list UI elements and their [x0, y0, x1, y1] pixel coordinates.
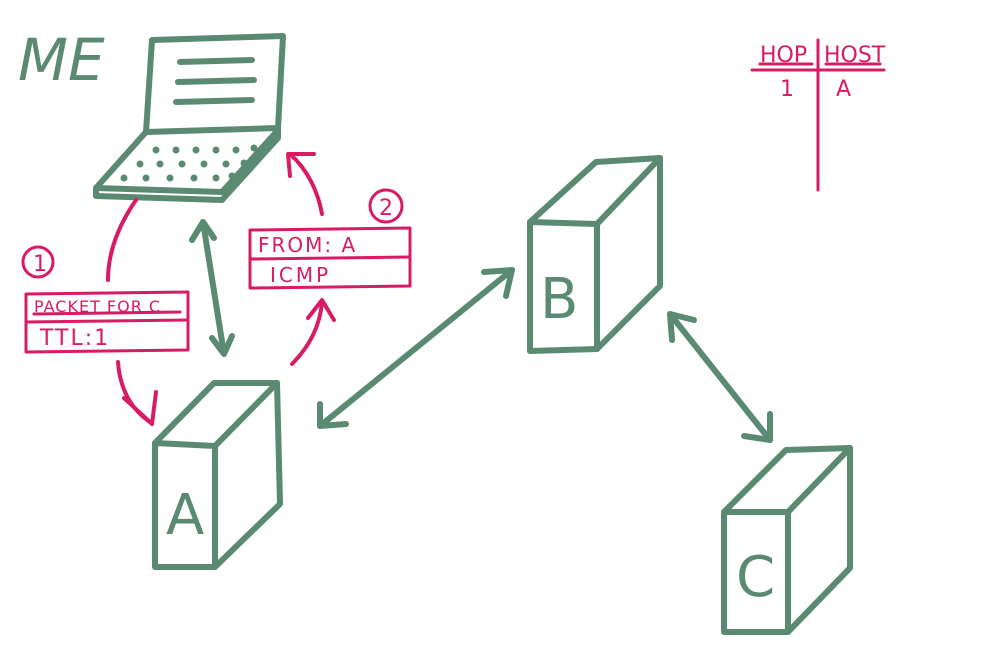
outbound-packet-box: PACKET FOR C TTL:1 — [24, 290, 190, 354]
step-2-badge: 2 — [368, 188, 404, 224]
reply-packet-box: FROM: A ICMP — [248, 226, 412, 290]
me-label: ME — [18, 26, 105, 94]
a-b-link-arrow — [317, 267, 515, 429]
reply-packet-line2: ICMP — [270, 263, 331, 287]
laptop-a-link-arrow — [189, 219, 235, 357]
outbound-packet-line2: TTL:1 — [39, 326, 110, 351]
hop-table-header-hop: HOP — [760, 43, 807, 68]
hop-table-cell-host: A — [836, 77, 851, 102]
outbound-packet-line1: PACKET FOR C — [34, 297, 161, 316]
svg-text:1: 1 — [33, 252, 47, 277]
hop-table: HOP HOST 1 A — [750, 38, 886, 192]
server-b: B — [527, 155, 663, 354]
b-c-link-arrow — [667, 311, 773, 443]
server-c: C — [721, 445, 853, 635]
reply-packet-line1: FROM: A — [258, 233, 357, 257]
hop-table-cell-hop: 1 — [780, 77, 794, 102]
server-b-label: B — [540, 267, 578, 332]
server-a: A — [152, 380, 283, 570]
hop-table-header-host: HOST — [824, 43, 886, 68]
step-1-badge: 1 — [21, 245, 55, 279]
svg-text:2: 2 — [379, 196, 393, 221]
reply-packet-arrow — [286, 152, 336, 366]
server-c-label: C — [736, 545, 775, 610]
laptop-icon — [93, 33, 286, 203]
server-a-label: A — [166, 483, 204, 548]
outbound-packet-arrow — [106, 198, 158, 426]
